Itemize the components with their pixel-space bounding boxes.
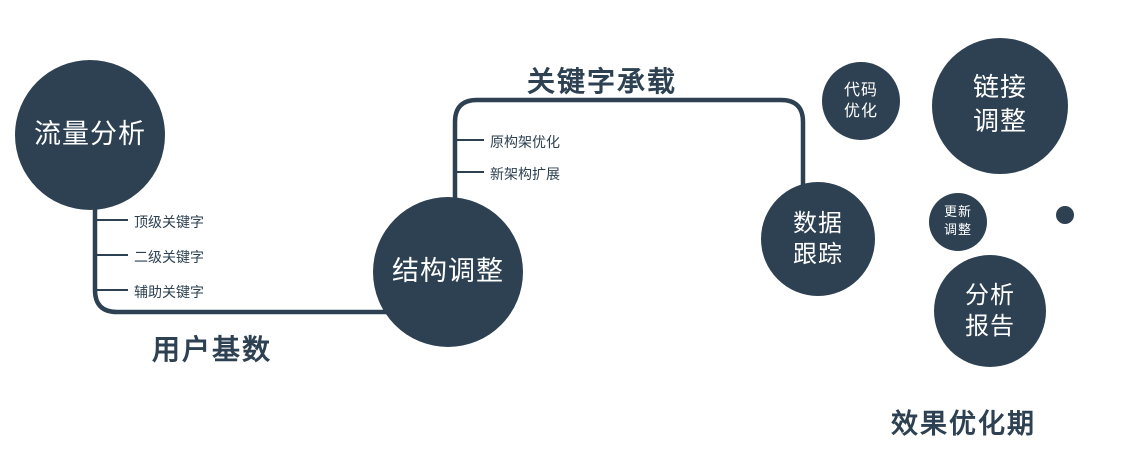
node-update-adjustment-line1: 更新 bbox=[943, 205, 972, 221]
node-link-adjustment: 链接 调整 bbox=[932, 38, 1068, 174]
node-data-tracking-line1: 数据 bbox=[793, 208, 843, 237]
branch-new-architecture-expansion: 新架构扩展 bbox=[490, 167, 560, 183]
branch-original-architecture-optimization: 原构架优化 bbox=[490, 135, 560, 151]
node-data-tracking-line2: 跟踪 bbox=[793, 240, 843, 268]
node-code-optimization: 代码 优化 bbox=[822, 62, 900, 140]
node-traffic-analysis-label: 流量分析 bbox=[34, 119, 146, 151]
node-analysis-report: 分析 报告 bbox=[934, 255, 1046, 367]
connector-structure-to-tracking bbox=[452, 97, 806, 255]
footer-label-effect-optimization: 效果优化期 bbox=[891, 409, 1036, 440]
edge-label-user-base: 用户基数 bbox=[152, 333, 273, 366]
node-structure-adjustment: 结构调整 bbox=[373, 197, 523, 347]
node-link-adjustment-line2: 调整 bbox=[972, 107, 1027, 137]
node-link-adjustment-line1: 链接 bbox=[972, 73, 1027, 104]
node-update-adjustment-line2: 调整 bbox=[943, 223, 972, 238]
node-traffic-analysis: 流量分析 bbox=[15, 60, 165, 210]
node-analysis-report-line2: 报告 bbox=[965, 312, 1015, 340]
node-code-optimization-line2: 优化 bbox=[843, 101, 878, 120]
node-data-tracking: 数据 跟踪 bbox=[761, 182, 875, 296]
node-update-adjustment: 更新 调整 bbox=[929, 193, 987, 251]
node-code-optimization-line1: 代码 bbox=[843, 80, 878, 100]
branch-second-level-keywords: 二级关键字 bbox=[134, 250, 204, 266]
node-structure-adjustment-label: 结构调整 bbox=[392, 256, 504, 288]
edge-label-keyword-carry: 关键字承载 bbox=[527, 65, 678, 98]
node-analysis-report-line1: 分析 bbox=[965, 280, 1015, 309]
branch-top-level-keywords: 顶级关键字 bbox=[134, 215, 204, 231]
branch-auxiliary-keywords: 辅助关键字 bbox=[134, 285, 204, 301]
dot-node bbox=[1056, 206, 1074, 224]
